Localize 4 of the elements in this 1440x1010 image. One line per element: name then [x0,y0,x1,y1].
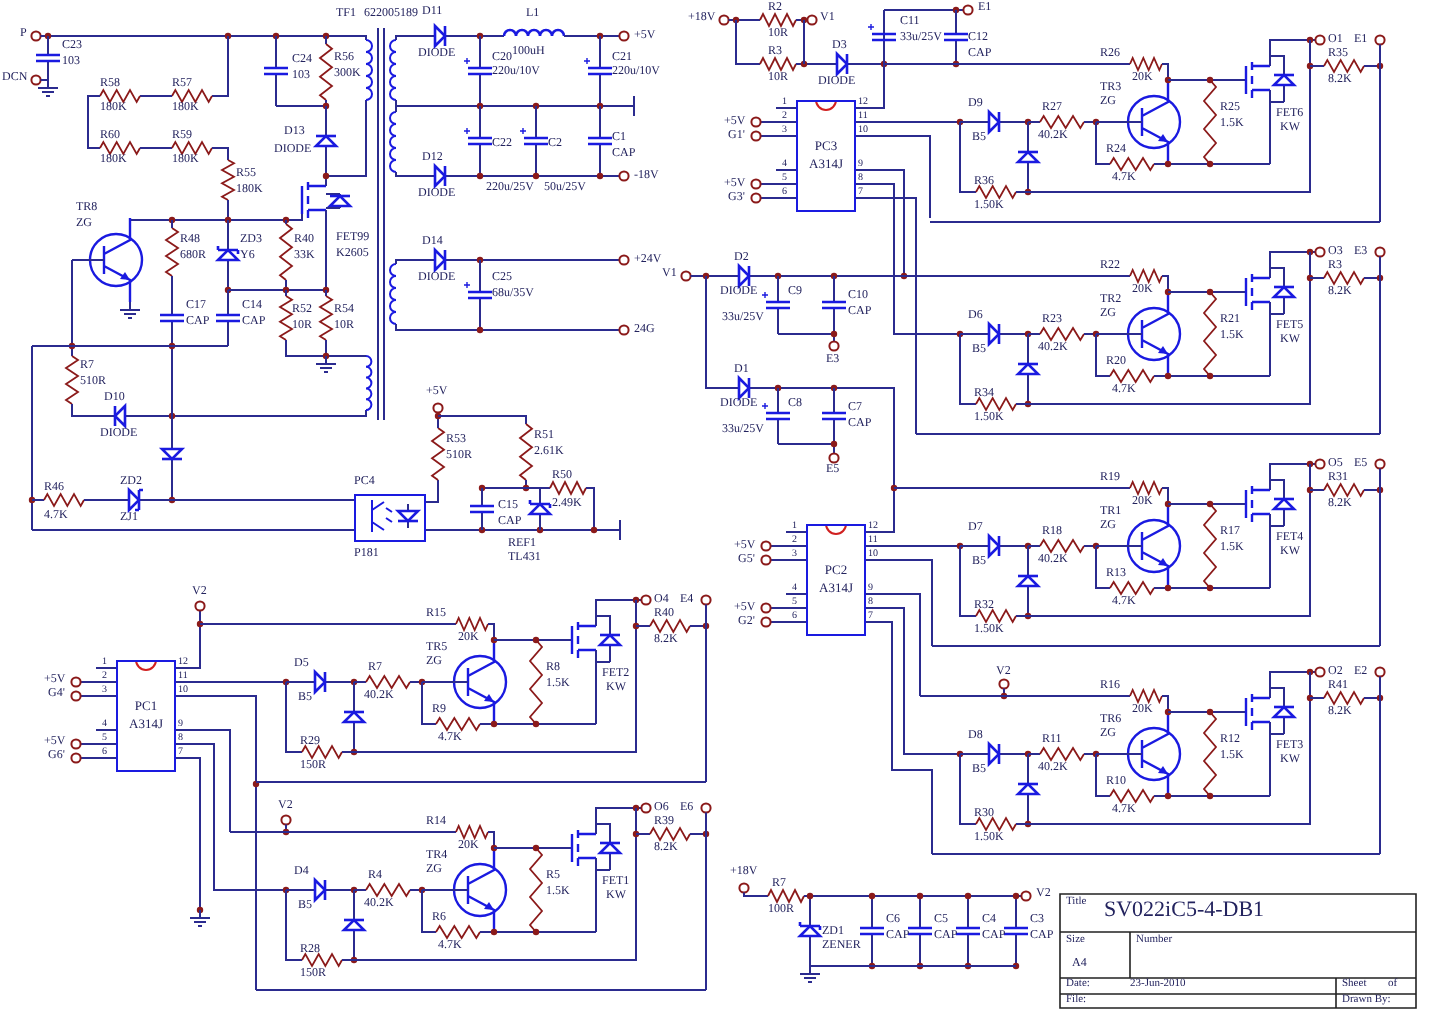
ic-chip [806,524,866,636]
ic-chip [116,660,176,772]
ic-chip [796,100,856,212]
title-block-text: SV022iC5-4-DB1 [1104,900,1265,922]
